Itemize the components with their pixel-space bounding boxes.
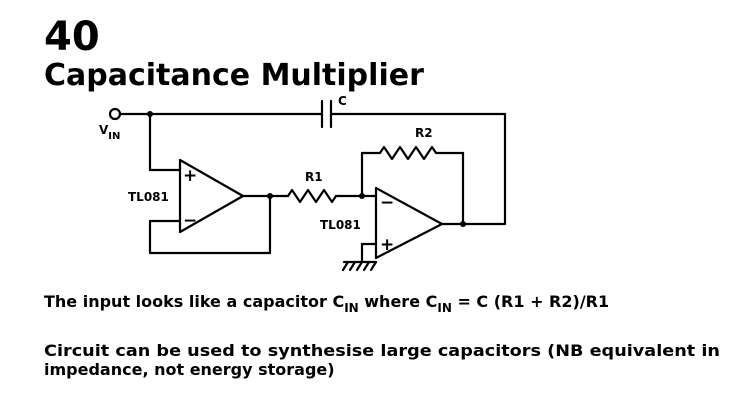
circuit-wiring: [108, 99, 507, 272]
capacitor-c: [320, 99, 333, 129]
figure-number: 40: [44, 14, 100, 60]
opamp-2-minus: −: [380, 193, 394, 213]
opamp-1: [178, 158, 245, 234]
opamp-2-plus: +: [380, 235, 394, 255]
circuit-labels: VIN C R1 R2 TL081 TL081 + − − +: [99, 94, 433, 255]
resistor-r1: [286, 188, 338, 204]
opamp-1-minus: −: [183, 211, 197, 231]
figure-title: Capacitance Multiplier: [44, 58, 424, 93]
caption-line-1: The input looks like a capacitor CIN whe…: [44, 292, 609, 315]
junction-opamp-2-output: [460, 221, 466, 227]
vin-terminal: [108, 107, 122, 121]
opamp-1-plus: +: [183, 166, 197, 186]
capacitor-label: C: [338, 94, 347, 108]
opamp-1-label: TL081: [128, 190, 169, 204]
opamp-2: [374, 186, 444, 260]
r2-label: R2: [415, 126, 433, 140]
vin-label: VIN: [99, 123, 120, 142]
r1-label: R1: [305, 170, 323, 184]
resistor-r2: [378, 145, 438, 161]
caption-line-2: Circuit can be used to synthesise large …: [44, 341, 720, 360]
opamp-2-label: TL081: [320, 218, 361, 232]
caption-line-3: impedance, not energy storage): [44, 360, 335, 379]
ground-symbol: [341, 260, 378, 272]
